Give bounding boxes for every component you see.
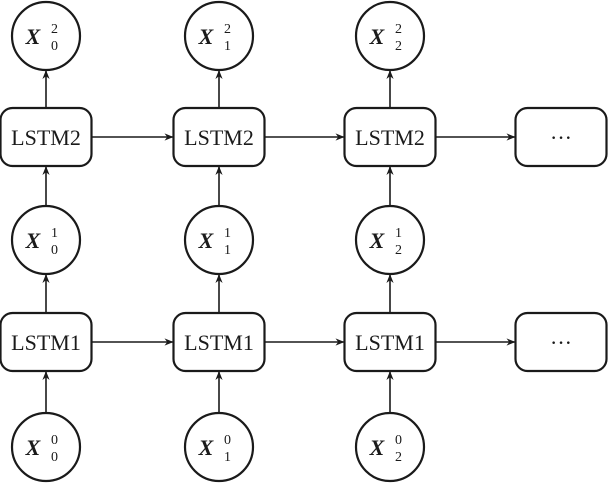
lstm2-cell-2-label: LSTM2 — [355, 125, 425, 150]
lstm2-cell-0-shape — [0, 106, 93, 168]
lstm1-cell-2: LSTM1 — [343, 311, 437, 373]
input-node-2-superscript: 0 — [395, 433, 402, 448]
hidden-node-2-superscript: 1 — [395, 226, 402, 241]
input-node-0-subscript: 0 — [51, 450, 58, 465]
output-node-1-symbol: X — [198, 24, 215, 49]
output-node-2-superscript: 2 — [395, 22, 402, 37]
lstm1-continuation-shape — [514, 311, 608, 373]
lstm2-cell-1: LSTM2 — [172, 106, 266, 168]
hidden-node-2-symbol: X — [369, 228, 386, 253]
lstm1-cell-0: LSTM1 — [0, 311, 93, 373]
output-node-1-superscript: 2 — [224, 22, 231, 37]
output-node-0-superscript: 2 — [51, 22, 58, 37]
lstm2-cell-2: LSTM2 — [343, 106, 437, 168]
lstm1-cell-2-label: LSTM1 — [355, 330, 425, 355]
lstm2-cell-0-label: LSTM2 — [11, 125, 81, 150]
output-node-0-shape — [10, 0, 82, 72]
hidden-node-0-subscript: 0 — [51, 243, 58, 258]
hidden-node-0-symbol: X — [25, 228, 42, 253]
lstm2-cell-1-label: LSTM2 — [184, 125, 254, 150]
input-node-0-superscript: 0 — [51, 433, 58, 448]
lstm1-cell-1-shape — [172, 311, 266, 373]
lstm2-continuation-shape — [514, 106, 608, 168]
input-node-2-subscript: 2 — [395, 450, 402, 465]
lstm2-continuation: ··· — [514, 106, 608, 168]
output-node-0-symbol: X — [25, 24, 42, 49]
output-node-0-subscript: 0 — [51, 39, 58, 54]
hidden-node-0-shape — [10, 204, 82, 276]
output-node-2-symbol: X — [369, 24, 386, 49]
output-node-2-subscript: 2 — [395, 39, 402, 54]
input-node-1-subscript: 1 — [224, 450, 231, 465]
lstm2-cell-0: LSTM2 — [0, 106, 93, 168]
output-node-1-subscript: 1 — [224, 39, 231, 54]
hidden-node-2-subscript: 2 — [395, 243, 402, 258]
input-node-1-shape — [183, 411, 255, 483]
input-node-2-shape — [354, 411, 426, 483]
input-node-0-shape — [10, 411, 82, 483]
hidden-node-2-shape — [354, 204, 426, 276]
input-node-1-symbol: X — [198, 435, 215, 460]
input-node-0-symbol: X — [25, 435, 42, 460]
lstm1-continuation-label: ··· — [550, 330, 572, 355]
lstm2-cell-2-shape — [343, 106, 437, 168]
lstm2-cell-1-shape — [172, 106, 266, 168]
hidden-node-0-superscript: 1 — [51, 226, 58, 241]
lstm1-cell-0-label: LSTM1 — [11, 330, 81, 355]
lstm2-continuation-label: ··· — [550, 125, 572, 150]
lstm1-continuation: ··· — [514, 311, 608, 373]
input-node-1-superscript: 0 — [224, 433, 231, 448]
hidden-node-1-subscript: 1 — [224, 243, 231, 258]
hidden-node-1-symbol: X — [198, 228, 215, 253]
hidden-node-1-superscript: 1 — [224, 226, 231, 241]
output-node-2-shape — [354, 0, 426, 72]
input-node-2-symbol: X — [369, 435, 386, 460]
hidden-node-1-shape — [183, 204, 255, 276]
lstm1-cell-1-label: LSTM1 — [184, 330, 254, 355]
lstm1-cell-2-shape — [343, 311, 437, 373]
lstm1-cell-0-shape — [0, 311, 93, 373]
lstm1-cell-1: LSTM1 — [172, 311, 266, 373]
output-node-1-shape — [183, 0, 255, 72]
